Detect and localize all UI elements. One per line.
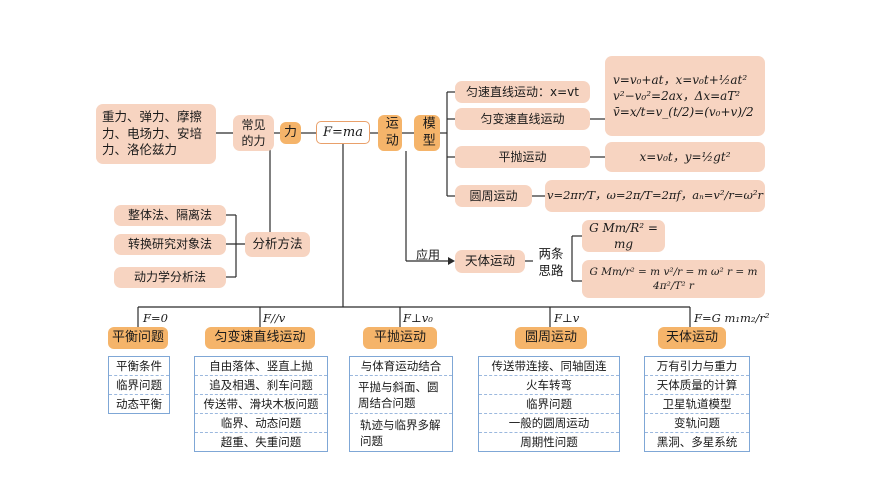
equilibrium-list: 平衡条件 临界问题 动态平衡 (108, 356, 170, 414)
model-circular-text: 圆周运动 (469, 188, 518, 203)
list-item: 变轨问题 (645, 414, 749, 433)
formula-line: v̄=x/t=v_(t/2)=(v₀+v)/2 (613, 105, 754, 120)
list-item: 火车转弯 (479, 376, 619, 395)
topic-equilibrium: 平衡问题 (108, 327, 168, 349)
condition-label: F//v (263, 311, 286, 325)
model-uniform-accel-text: 匀变速直线运动 (480, 111, 565, 126)
circular-formula: v=2πr/T，ω=2π/T=2πf，aₙ=v²/r=ω²r (545, 180, 765, 212)
common-forces-box: 常见的力 (233, 115, 274, 151)
list-item: 万有引力与重力 (645, 357, 749, 376)
list-item: 自由落体、竖直上抛 (195, 357, 327, 376)
topic-celestial: 天体运动 (658, 327, 726, 349)
force-node: 力 (280, 122, 301, 144)
gravity-formula-1-text: G Mm/R² = mg (589, 220, 658, 251)
formula-line: v²−v₀²=2ax，Δx=aT² (613, 88, 741, 103)
topic-title: 天体运动 (665, 330, 718, 346)
list-item: 平抛与斜面、圆周结合问题 (350, 376, 452, 415)
list-item: 追及相遇、刹车问题 (195, 376, 327, 395)
list-item: 天体质量的计算 (645, 376, 749, 395)
method-item-2: 转换研究对象法 (114, 234, 226, 255)
apply-label: 应用 (416, 248, 441, 262)
force-types-box: 重力、弹力、摩擦力、电场力、安培力、洛伦兹力 (96, 104, 216, 164)
list-item: 与体育运动结合 (350, 357, 452, 377)
uniform-accel-formulas: v=v₀+at，x=v₀t+½at² v²−v₀²=2ax，Δx=aT² v̄=… (605, 56, 765, 136)
two-paths-label: 两条思路 (538, 246, 564, 278)
uniform-accel-list: 自由落体、竖直上抛 追及相遇、刹车问题 传送带、滑块木板问题 临界、动态问题 超… (194, 356, 328, 452)
topic-title: 匀变速直线运动 (214, 330, 306, 346)
topic-title: 平抛运动 (373, 330, 426, 346)
model-uniform: 匀速直线运动：x=vt (455, 81, 590, 103)
analysis-methods-box: 分析方法 (245, 232, 310, 257)
topic-title: 平衡问题 (111, 330, 164, 346)
topic-uniform-accel: 匀变速直线运动 (205, 327, 315, 349)
condition-label: F=0 (143, 311, 168, 325)
list-item: 传送带连接、同轴固连 (479, 357, 619, 376)
method-item-text: 动力学分析法 (133, 270, 206, 285)
condition-label: F=G m₁m₂/r² (694, 311, 770, 325)
method-item-1: 整体法、隔离法 (114, 205, 226, 226)
method-item-text: 整体法、隔离法 (127, 208, 212, 223)
list-item: 超重、失重问题 (220, 435, 302, 449)
list-item: 临界问题 (479, 395, 619, 414)
force-text: 力 (283, 125, 297, 141)
list-item: 平衡条件 (109, 357, 169, 376)
analysis-methods-text: 分析方法 (252, 236, 303, 252)
motion-text: 运动 (382, 116, 398, 150)
gravity-formula-2: G Mm/r² = m v²/r = m ω² r = m 4π²/T² r (582, 260, 765, 298)
common-forces-text: 常见的力 (241, 117, 266, 148)
method-item-text: 转换研究对象法 (127, 237, 212, 252)
list-item: 黑洞、多星系统 (656, 435, 738, 449)
celestial-box: 天体运动 (455, 250, 525, 273)
gravity-formula-2-text: G Mm/r² = m v²/r = m ω² r = m 4π²/T² r (589, 265, 758, 292)
list-item: 一般的圆周运动 (479, 414, 619, 433)
circular-formula-text: v=2πr/T，ω=2π/T=2πf，aₙ=v²/r=ω²r (546, 188, 763, 203)
model-uniform-text: 匀速直线运动：x=vt (466, 84, 579, 99)
topic-projectile: 平抛运动 (363, 327, 437, 349)
topic-circular: 圆周运动 (515, 327, 587, 349)
list-item: 周期性问题 (520, 435, 578, 449)
model-uniform-accel: 匀变速直线运动 (455, 108, 590, 130)
model-projectile-text: 平抛运动 (498, 149, 547, 164)
circular-list: 传送带连接、同轴固连 火车转弯 临界问题 一般的圆周运动 周期性问题 (478, 356, 620, 452)
formula-line: v=v₀+at，x=v₀t+½at² (613, 72, 748, 87)
condition-label: F⊥v₀ (403, 311, 433, 325)
projectile-formula: x=v₀t，y=½gt² (605, 142, 765, 172)
model-node: 模型 (414, 115, 440, 151)
force-types-text: 重力、弹力、摩擦力、电场力、安培力、洛伦兹力 (102, 108, 203, 158)
condition-label: F⊥v (554, 311, 580, 325)
gravity-formula-1: G Mm/R² = mg (582, 220, 665, 252)
projectile-list: 与体育运动结合 平抛与斜面、圆周结合问题 轨迹与临界多解问题 (349, 356, 453, 452)
model-text: 模型 (419, 116, 435, 150)
model-circular: 圆周运动 (455, 185, 532, 207)
method-item-3: 动力学分析法 (114, 267, 226, 288)
newton-law-box: F=ma (316, 121, 370, 144)
motion-node: 运动 (378, 115, 402, 151)
list-item: 临界、动态问题 (195, 414, 327, 433)
newton-law-text: F=ma (323, 124, 363, 140)
list-item: 临界问题 (109, 376, 169, 395)
list-item: 卫星轨道模型 (645, 395, 749, 414)
list-item: 轨迹与临界多解问题 (360, 417, 441, 448)
list-item: 传送带、滑块木板问题 (195, 395, 327, 414)
celestial-text: 天体运动 (464, 253, 515, 269)
projectile-formula-text: x=v₀t，y=½gt² (639, 149, 731, 164)
topic-title: 圆周运动 (524, 330, 577, 346)
list-item: 动态平衡 (116, 397, 162, 411)
celestial-list: 万有引力与重力 天体质量的计算 卫星轨道模型 变轨问题 黑洞、多星系统 (644, 356, 750, 452)
model-projectile: 平抛运动 (455, 146, 590, 168)
